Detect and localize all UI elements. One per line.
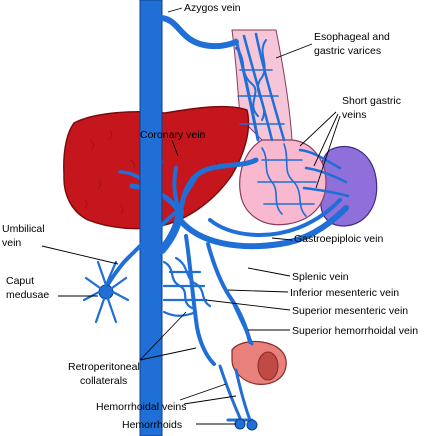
azygos-vein: [159, 15, 239, 50]
label-retroperitoneal-collaterals-line1: Retroperitoneal: [68, 361, 140, 373]
label-retroperitoneal-collaterals-line2: collaterals: [80, 375, 127, 387]
label-superior-hemorrhoidal-vein: Superior hemorrhoidal vein: [292, 325, 418, 337]
spleen: [319, 145, 378, 227]
label-azygos-vein: Azygos vein: [184, 2, 241, 14]
esophageal-varices-network: [234, 32, 286, 142]
rectum-lumen: [257, 351, 279, 381]
hemorrhoids: [234, 418, 258, 431]
retroperitoneal-collaterals: [162, 256, 212, 317]
portal-vein: [158, 208, 184, 254]
label-inferior-mesenteric-vein: Inferior mesenteric vein: [290, 287, 399, 299]
label-coronary-vein: Coronary vein: [140, 129, 206, 141]
label-hemorrhoidal-veins: Hemorrhoidal veins: [96, 401, 186, 413]
superior-hemorrhoidal-vein: [230, 298, 254, 346]
label-esophageal-varices-line2: gastric varices: [314, 45, 381, 57]
label-umbilical-vein-line2: vein: [2, 237, 21, 249]
label-hemorrhoids: Hemorrhoids: [122, 419, 182, 431]
umbilical-vein: [104, 210, 178, 290]
label-short-gastric-line1: Short gastric: [342, 95, 401, 107]
superior-mesenteric-vein: [184, 234, 216, 366]
gastroepiploic-vein: [208, 198, 342, 237]
label-caput-medusae-line1: Caput: [6, 275, 34, 287]
main-vertical-vein: [139, 0, 163, 436]
leader-lines: [41, 7, 341, 425]
label-esophageal-varices-line1: Esophageal and: [314, 31, 390, 43]
splenic-vein: [177, 205, 349, 250]
label-short-gastric-line2: veins: [342, 109, 367, 121]
coronary-vein: [177, 157, 259, 218]
label-gastroepiploic-vein: Gastroepiploic vein: [294, 233, 383, 245]
gastric-vein-network: [257, 143, 317, 217]
label-superior-mesenteric-vein: Superior mesenteric vein: [292, 305, 408, 317]
label-splenic-vein: Splenic vein: [292, 271, 349, 283]
label-umbilical-vein-line1: Umbilical: [2, 223, 45, 235]
caput-medusae: [82, 260, 130, 324]
short-gastric-veins: [298, 148, 350, 198]
label-caput-medusae-line2: medusae: [6, 289, 49, 301]
